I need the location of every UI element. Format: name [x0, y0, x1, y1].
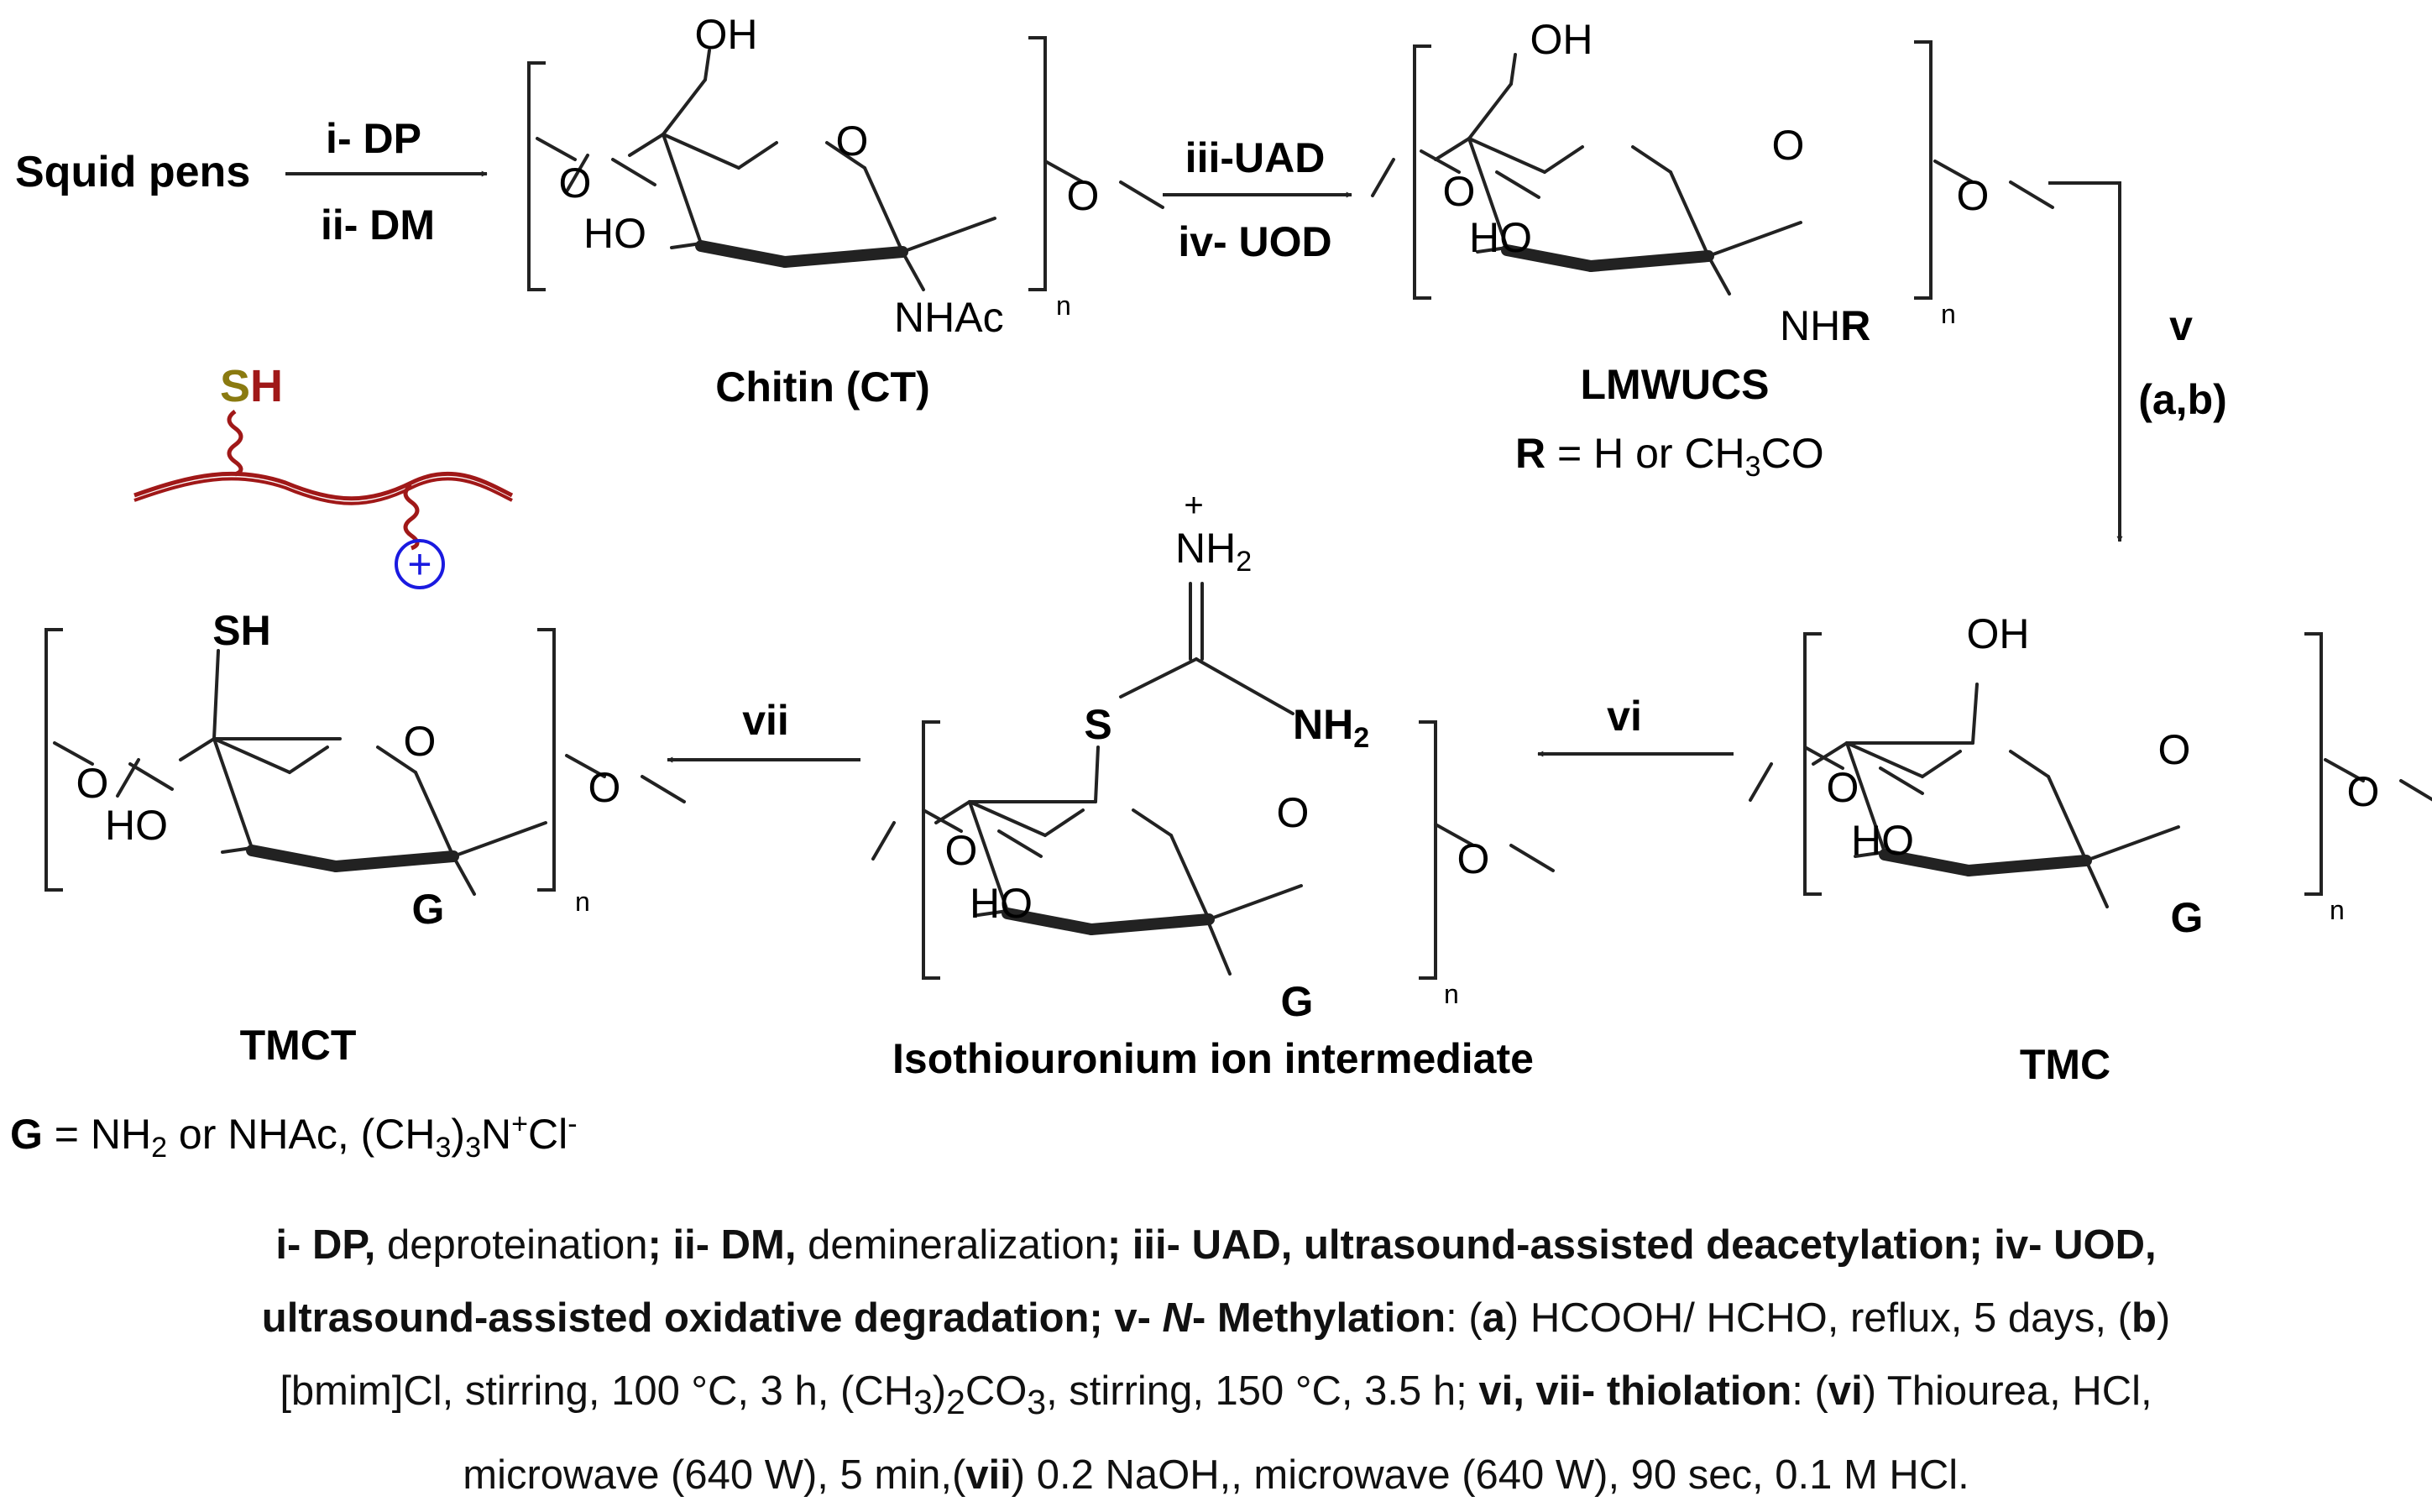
legend-line-3: [bmim]Cl, stirring, 100 °C, 3 h, (CH3)2C…: [280, 1368, 2152, 1421]
tmc-n: n: [2330, 895, 2345, 925]
lmwucs-label: LMWUCS: [1581, 361, 1770, 408]
chitin-bracket-left: [527, 61, 546, 291]
tmc-o-left: O: [1827, 764, 1859, 811]
intermediate-ho: HO: [970, 880, 1033, 927]
polymer-chain-1: [133, 471, 514, 501]
tmct-ho: HO: [105, 802, 168, 849]
tmc-label: TMC: [2020, 1041, 2110, 1088]
thiol-chitosan-cartoon: SH +: [133, 361, 514, 589]
lmwucs-bracket-left: [1413, 44, 1431, 300]
reagent-v: v: [2169, 302, 2193, 349]
tmct-sh: SH: [212, 607, 270, 654]
lmwucs-n: n: [1941, 299, 1956, 329]
intermediate-plus: +: [1184, 487, 1203, 524]
reagent-i-dp: i- DP: [326, 115, 421, 162]
tmct-bracket-right: [537, 628, 556, 892]
legend-line-2: ultrasound-assisted oxidative degradatio…: [261, 1295, 2171, 1341]
tmct-n: n: [575, 887, 590, 917]
intermediate-o-right: O: [1457, 835, 1490, 882]
tmct-label: TMCT: [240, 1022, 357, 1069]
lmwucs-structure: OH O O O HO NHR n: [1373, 16, 2054, 349]
reagent-iv-uod: iv- UOD: [1178, 218, 1331, 265]
intermediate-o-left: O: [945, 827, 978, 874]
intermediate-bracket-right: [1419, 720, 1437, 980]
intermediate-label: Isothiouronium ion intermediate: [892, 1035, 1534, 1082]
reagent-vii: vii: [742, 697, 789, 744]
tmc-ring-o: O: [2158, 726, 2191, 773]
reagent-iii-uad: iii-UAD: [1185, 134, 1326, 181]
g-definition: G = NH2 or NHAc, (CH3)3N+Cl-: [10, 1108, 578, 1164]
chitin-o-left: O: [559, 160, 592, 207]
chitin-bracket-right: [1028, 36, 1047, 291]
chitin-o-right: O: [1067, 172, 1100, 219]
scheme-legend: i- DP, deproteination; ii- DM, demineral…: [34, 1209, 2398, 1512]
lmwucs-ring-o: O: [1772, 122, 1805, 169]
reagent-vi: vi: [1607, 693, 1642, 740]
tmc-bracket-left: [1803, 632, 1822, 896]
r-definition: R = H or CH3CO: [1515, 430, 1824, 483]
chitin-label: Chitin (CT): [715, 364, 929, 411]
isothiouronium-structure: + NH2 S NH2 O O O HO G n: [873, 487, 1555, 1025]
thiol-linker: [227, 409, 243, 477]
intermediate-n: n: [1444, 979, 1459, 1009]
tmct-bracket-left: [44, 628, 63, 892]
intermediate-bracket-left: [922, 720, 940, 980]
cartoon-sh: SH: [220, 361, 283, 411]
tmct-g: G: [412, 886, 445, 933]
reagent-a-b: (a,b): [2138, 376, 2227, 423]
chitin-ho: HO: [583, 210, 646, 257]
lmwucs-o-right: O: [1957, 172, 1990, 219]
intermediate-ring-o: O: [1277, 789, 1310, 836]
polymer-chain-2: [133, 477, 513, 505]
lmwucs-o-left: O: [1443, 168, 1476, 215]
cation-circle: [395, 539, 445, 589]
lmwucs-nhr: NHR: [1780, 302, 1870, 349]
legend-line-4: microwave (640 W), 5 min,(vii) 0.2 NaOH,…: [463, 1452, 1969, 1498]
tmc-structure: OH O O O HO G n: [1750, 610, 2432, 941]
lmwucs-bracket-right: [1914, 40, 1933, 300]
intermediate-s: S: [1084, 701, 1111, 748]
squid-pens-label: Squid pens: [15, 148, 250, 196]
lmwucs-ho: HO: [1469, 214, 1532, 261]
chitin-structure: OH O O O HO NHAc n: [527, 11, 1164, 341]
cation-linker: [403, 483, 420, 551]
arrow-step-5: [2048, 181, 2123, 542]
tmct-ring-o: O: [404, 718, 437, 765]
tmc-oh: OH: [1967, 610, 2030, 657]
tmc-ho: HO: [1851, 817, 1914, 864]
chitin-nhac: NHAc: [894, 294, 1004, 341]
chitin-oh: OH: [695, 11, 758, 58]
tmc-bracket-right: [2304, 632, 2323, 896]
tmct-o-left: O: [76, 760, 109, 807]
chitin-ring-o: O: [836, 118, 869, 165]
tmc-g: G: [2171, 894, 2204, 941]
intermediate-nh2-top: NH2: [1175, 525, 1252, 578]
legend-line-1: i- DP, deproteination; ii- DM, demineral…: [275, 1222, 2157, 1268]
intermediate-nh2-right: NH2: [1293, 701, 1369, 754]
tmc-o-right: O: [2347, 768, 2380, 815]
tmct-o-right: O: [588, 764, 621, 811]
lmwucs-oh: OH: [1530, 16, 1593, 63]
reagent-ii-dm: ii- DM: [321, 201, 435, 249]
chitin-n: n: [1056, 290, 1071, 321]
cation-plus: +: [407, 541, 431, 588]
tmct-structure: SH O O O HO G n: [44, 607, 686, 933]
intermediate-g: G: [1281, 978, 1314, 1025]
